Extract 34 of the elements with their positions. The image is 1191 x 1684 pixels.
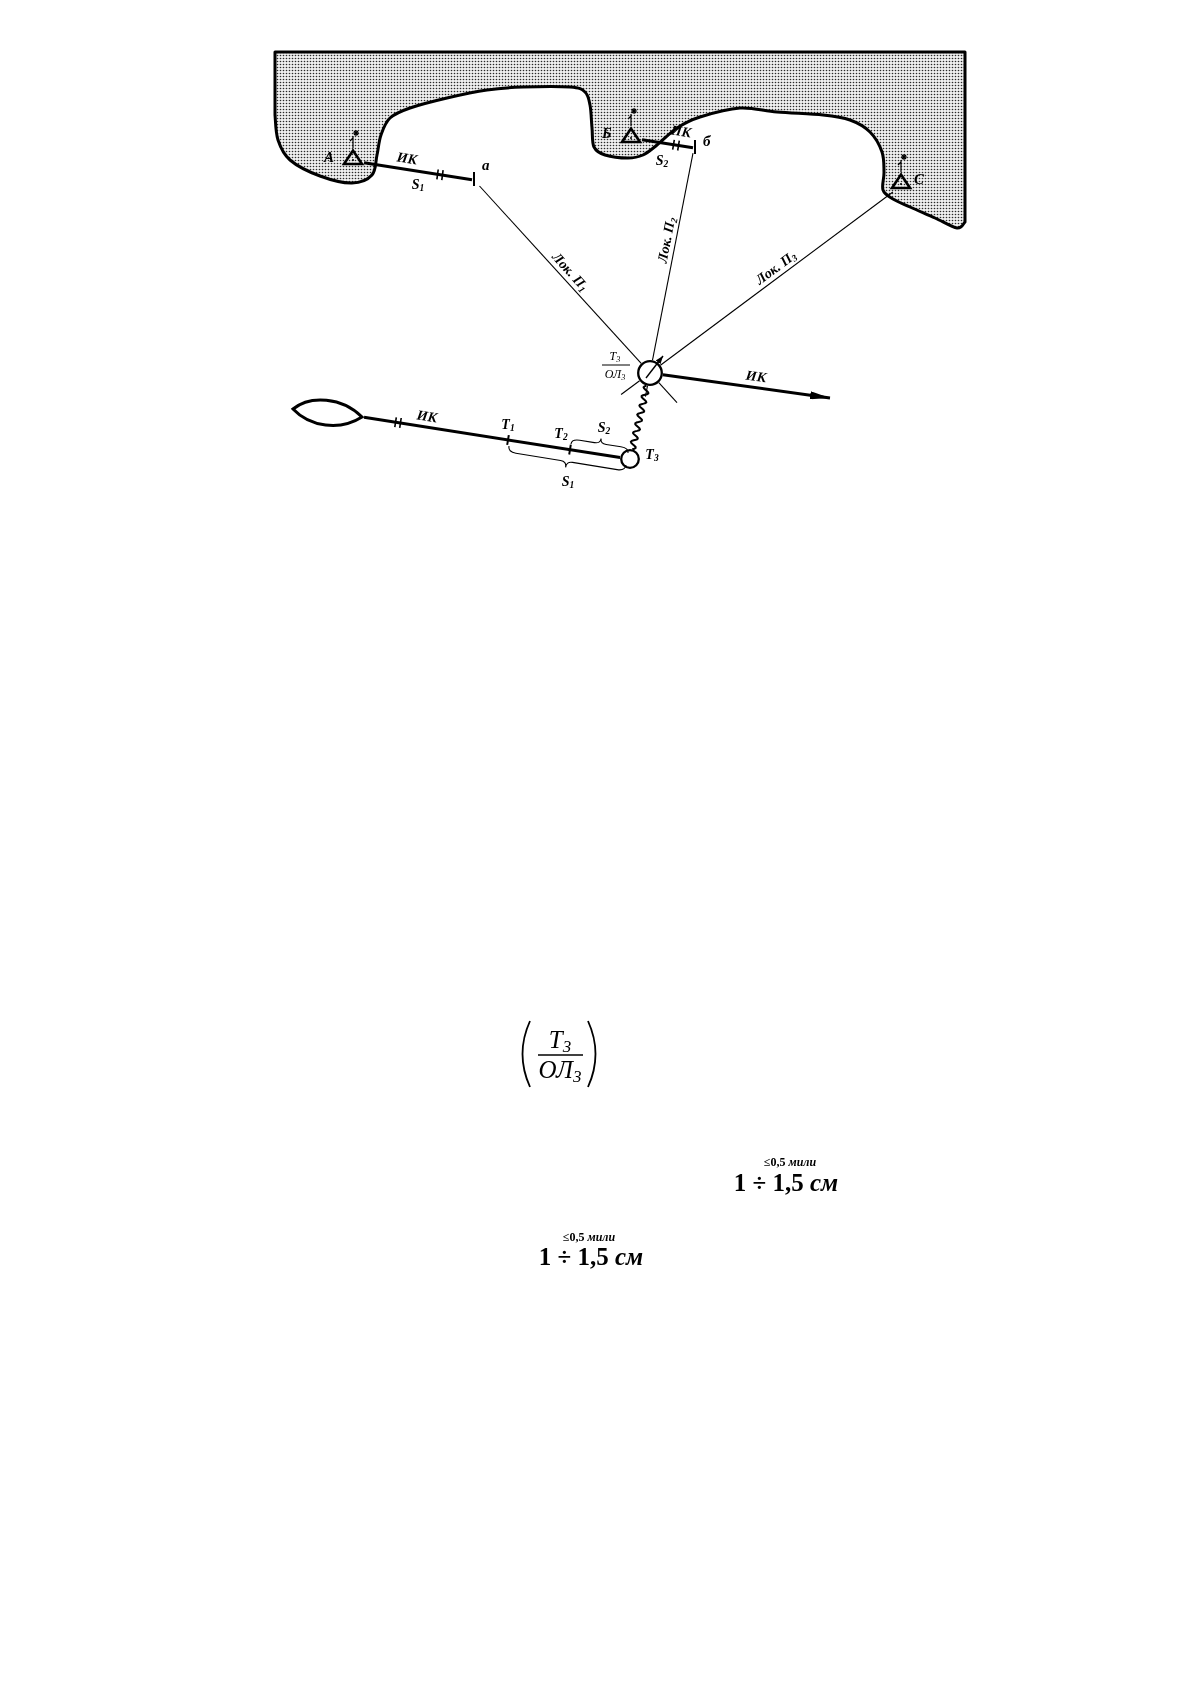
course-arrow: [662, 373, 831, 400]
fraction-denominator: ОЛ$_{3}$: [604, 366, 626, 382]
course-line: [641, 138, 694, 150]
bearing-line: [651, 152, 694, 361]
note-text: 1 ÷ 1,5 см: [733, 1169, 839, 1197]
time-label: Т$_{2}$: [554, 426, 568, 442]
track-line: [363, 415, 621, 459]
wavy-line: [629, 384, 650, 451]
position-circle: [619, 448, 641, 470]
course-line: [363, 161, 473, 182]
point-label: Т$_{3}$: [645, 447, 659, 463]
distance-label: S$_{1}$: [561, 474, 575, 490]
edge-label: ИК: [745, 367, 768, 386]
note-text: ≤0,5 мили: [562, 1229, 616, 1245]
note-text: 1 ÷ 1,5 см: [538, 1243, 644, 1271]
bearing-line: [478, 185, 642, 364]
formula-text: ОЛ$_{3}$: [538, 1056, 582, 1084]
distance-label: S$_{2}$: [655, 153, 669, 169]
position-circle: [636, 359, 664, 387]
distance-label: S$_{2}$: [597, 420, 611, 436]
note-text: ≤0,5 мили: [763, 1154, 817, 1170]
formula-text: Т$_{3}$: [548, 1026, 572, 1054]
edge-label: ИК: [395, 149, 418, 169]
fraction-numerator: Т$_{3}$: [609, 348, 621, 364]
point-label: б: [703, 134, 711, 149]
distance-label: S$_{1}$: [411, 177, 425, 193]
edge-label: ИК: [415, 407, 439, 427]
ship-outline: [290, 396, 364, 430]
point-label: А: [324, 150, 334, 165]
bearing-line: [659, 191, 894, 366]
time-label: Т$_{1}$: [501, 417, 515, 433]
point-label: Б: [602, 126, 612, 141]
point-label: а: [482, 158, 490, 173]
point-label: С: [914, 172, 924, 187]
